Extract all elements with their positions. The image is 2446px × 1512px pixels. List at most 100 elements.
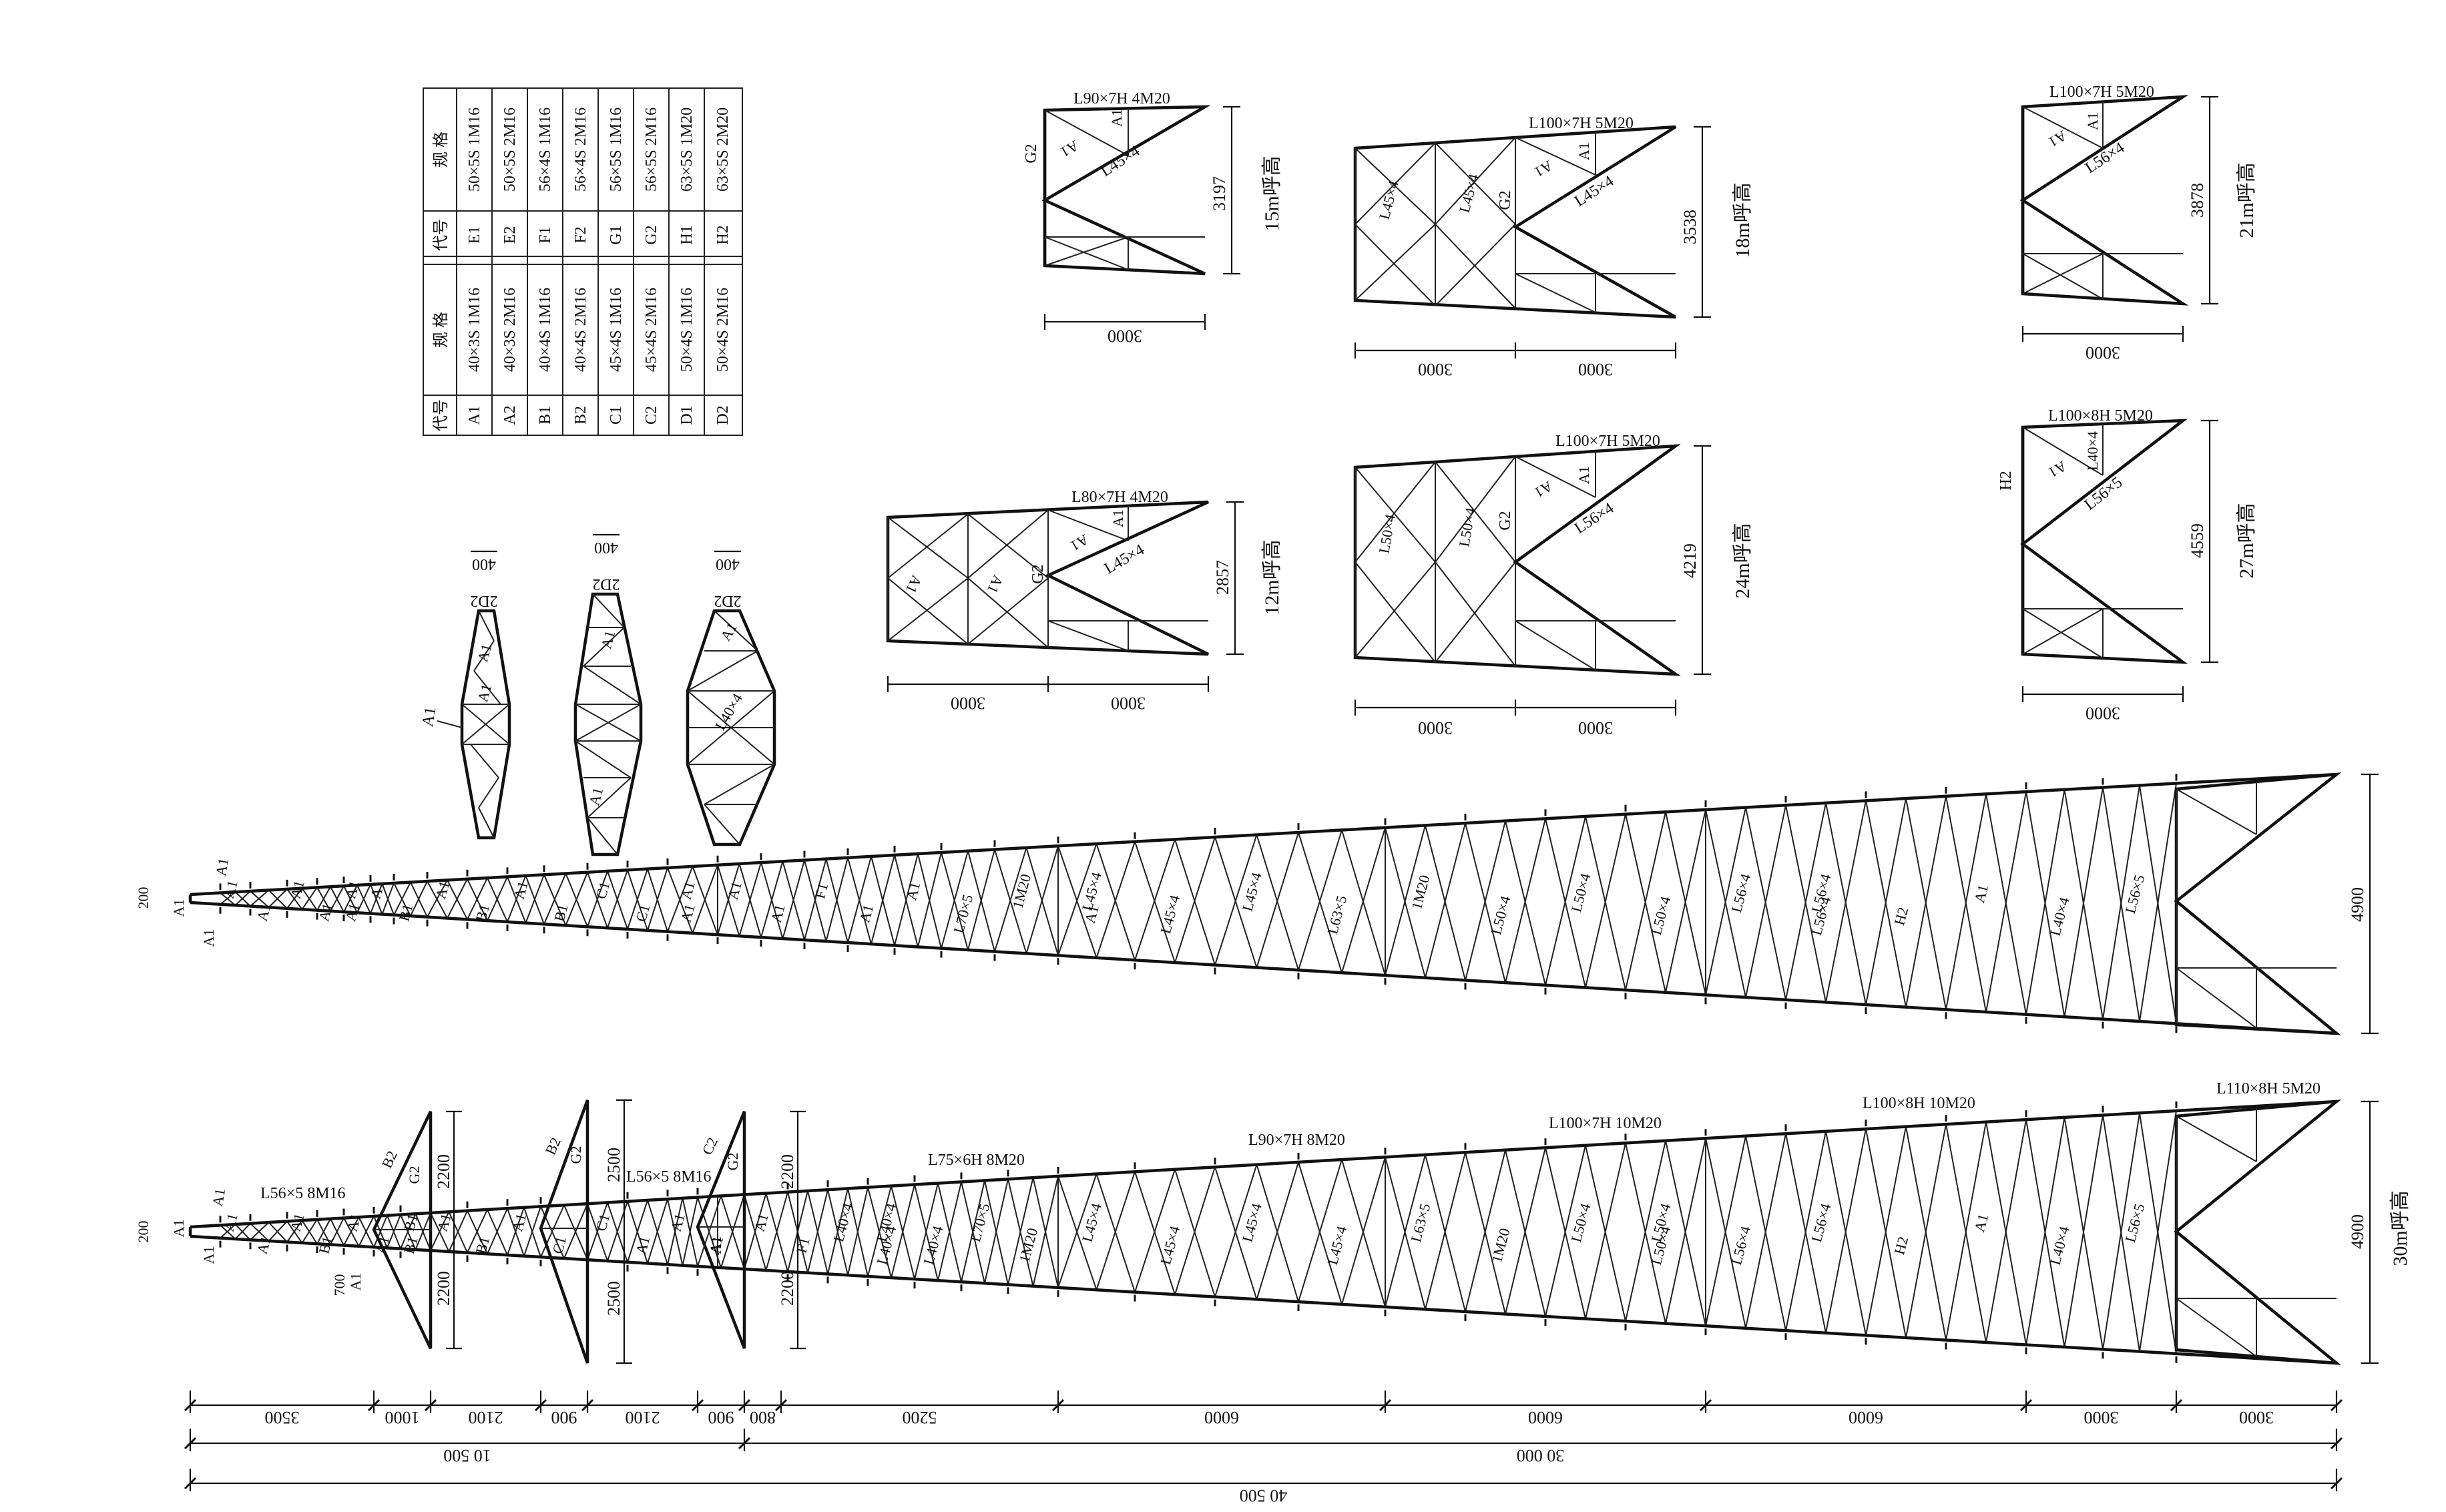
arm-label: G2 [724, 1153, 741, 1171]
table-header-spec-right: 规 格 [432, 132, 450, 168]
web-diagonal [994, 847, 1027, 952]
web-diagonal [765, 1193, 788, 1272]
web-diagonal [1057, 845, 1097, 959]
dimension-slash [581, 1399, 594, 1412]
web-diagonal [1625, 812, 1666, 991]
web-diagonal [563, 1204, 588, 1260]
web-diagonal [250, 1222, 270, 1241]
web-diagonal [2139, 1113, 2177, 1354]
head-a1: A1 [1110, 509, 1126, 527]
member-label: A1 [668, 1212, 688, 1233]
member-label: F1 [811, 881, 831, 901]
web-diagonal [234, 891, 251, 907]
web-diagonal [1298, 1159, 1342, 1302]
table-cell: A2 [501, 405, 519, 425]
member-label: A1 [1971, 1212, 1991, 1234]
dimension-value: 3000 [2084, 1408, 2119, 1427]
table-cell: G1 [607, 225, 625, 244]
web-diagonal [717, 863, 740, 935]
member-label: B1 [401, 1235, 421, 1256]
web-diagonal [467, 877, 488, 920]
web-diagonal [1214, 1166, 1258, 1300]
table-cell: B2 [572, 406, 589, 425]
member-label: A1 [315, 901, 336, 923]
web-diagonal [1465, 820, 1506, 981]
web-diagonal [2102, 1113, 2140, 1350]
head-chord-label: L80×7H 4M20 [1071, 489, 1168, 506]
table-cell: 50×4S 2M16 [714, 288, 732, 372]
web-diagonal [871, 856, 895, 946]
member-label: B1 [472, 1235, 493, 1256]
member-label: L45×4 [1324, 1224, 1350, 1266]
member-label: A1 [344, 1212, 364, 1233]
web-diagonal [543, 873, 567, 925]
table-cell: 50×4S 1M16 [678, 288, 696, 372]
web-diagonal [1385, 825, 1426, 976]
dimension-value: 800 [750, 1408, 776, 1427]
member-label: L56×4 [1808, 1202, 1834, 1244]
web-diagonal [647, 868, 668, 932]
web-diagonal [1341, 1157, 1386, 1305]
member-label: L45×4 [1079, 1202, 1105, 1244]
web-diagonal [782, 861, 805, 941]
cross-section-2: 2D2 400 A1 A1 [573, 533, 643, 856]
member-label: A1 [220, 1212, 241, 1233]
table-cell: F1 [537, 226, 554, 243]
head-a1: A1 [1575, 142, 1592, 160]
web-diagonal [525, 875, 545, 925]
table-cell: 56×4S 2M16 [572, 107, 589, 192]
member-label: 1M20 [1015, 1226, 1041, 1264]
web-diagonal [1825, 1131, 1867, 1336]
web-diagonal [1985, 794, 2027, 1015]
web-diagonal [1341, 830, 1386, 976]
web-diagonal [1665, 812, 1706, 995]
dimension-value: 5200 [903, 1408, 937, 1427]
head-col-label: H2 [1997, 471, 2015, 490]
web-diagonal [1134, 839, 1176, 961]
boom-height: 4900 [2348, 1214, 2367, 1249]
dimension-slash [2170, 1399, 2183, 1412]
member-label: L56×4 [1728, 872, 1754, 914]
chord-label: L90×7H 8M20 [1248, 1131, 1345, 1149]
dimension-value: 40 500 [1240, 1486, 1288, 1505]
head-diag-label: L45×4 [1097, 142, 1143, 180]
member-label: 1M20 [1009, 872, 1034, 911]
web-diagonal [1705, 1136, 1746, 1326]
web-diagonal [220, 891, 236, 905]
web-diagonal [1298, 832, 1342, 973]
web-diagonal [1745, 807, 1786, 1000]
web-diagonal [894, 853, 919, 946]
web-diagonal [1505, 820, 1546, 985]
web-diagonal [373, 1215, 388, 1248]
web-diagonal [1341, 827, 1386, 973]
head-width: 3000 [1111, 694, 1146, 713]
web-diagonal [1945, 1121, 1987, 1340]
member-label: A1 [432, 879, 453, 901]
head-27m: L100×8H 5M20 L56×5 H2 L40×4 A1 4559 27m呼… [1997, 407, 2258, 723]
web-diagonal [1905, 798, 1947, 1010]
chord-label: L56×5 8M16 [260, 1185, 346, 1202]
web-diagonal [1745, 1136, 1786, 1331]
section-label: 2D2 [714, 592, 741, 609]
head-brace: L50×4 [1455, 507, 1479, 548]
dimension-slash [691, 1399, 704, 1412]
web-diagonal [234, 1224, 251, 1241]
boom-tip-label: A1 [212, 856, 232, 877]
web-diagonal [744, 1193, 767, 1270]
head-15m: L90×7H 4M20 L45×4 G2 A1 A1 3197 15m呼高 30… [1023, 90, 1283, 346]
dimension-value: 6000 [1204, 1408, 1239, 1427]
arm-label: C2 [698, 1135, 721, 1158]
head-a1: L40×4 [2084, 431, 2101, 471]
member-label: C1 [632, 903, 653, 923]
web-diagonal [1174, 1169, 1216, 1298]
side-label: A1 [419, 706, 440, 728]
member-label: A1 [220, 878, 241, 900]
web-diagonal [1865, 798, 1907, 1005]
member-label: A1 [1971, 883, 1991, 905]
web-diagonal [343, 1216, 360, 1246]
web-diagonal [2102, 785, 2140, 1019]
head-col-label: G2 [1029, 564, 1047, 583]
web-diagonal [1945, 794, 1987, 1010]
web-diagonal [220, 1224, 236, 1239]
web-diagonal [427, 879, 448, 918]
